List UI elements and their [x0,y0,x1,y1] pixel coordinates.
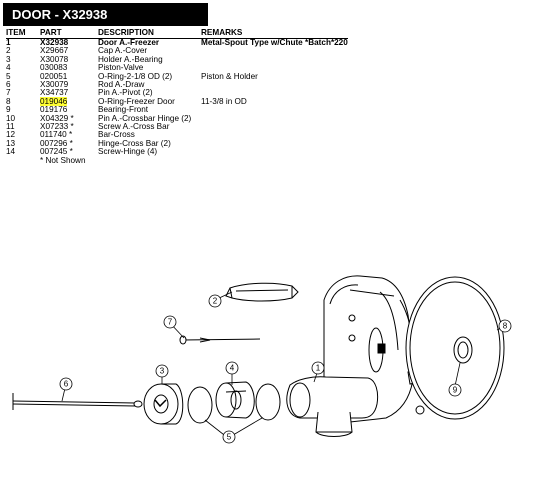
cell-item: 3 [6,54,11,64]
cell-item: 5 [6,71,11,81]
table-row: 7 X34737 Pin A.-Pivot (2) [6,88,348,98]
cell-part: 019176 [40,105,68,115]
cell-part: X34737 [40,88,69,98]
cell-part: X32938 [40,38,69,47]
cell-description: O-Ring-2-1/8 OD (2) [98,71,173,81]
cell-description: Piston-Valve [98,63,144,73]
o-ring-left [187,386,213,424]
cell-part: 020051 [40,71,68,81]
parts-table: ITEM PART DESCRIPTION REMARKS 1 X32938 Doo… [6,29,348,165]
svg-text:5: 5 [227,433,232,442]
svg-text:8: 8 [503,322,508,331]
cell-item: 11 [6,122,15,132]
table-row: 13 007296 * Hinge-Cross Bar (2) [6,138,348,148]
cell-part: 007245 * [40,147,73,157]
callout-1: 1 [311,361,325,375]
svg-text:1: 1 [316,364,321,373]
table-row: 8 019046 O-Ring-Freezer Door 11-3/8 in OD [6,96,348,106]
header-description: DESCRIPTION [98,29,201,39]
cell-remarks: Piston & Holder [201,71,258,81]
cell-description: Pin A.-Crossbar Hinge (2) [98,113,192,123]
svg-text:9: 9 [453,386,458,395]
svg-text:6: 6 [64,380,69,389]
cell-remarks: 11-3/8 in OD [201,96,247,106]
cell-item: 1 [6,38,11,47]
cell-item: 7 [6,88,11,98]
header-remarks: REMARKS [201,29,348,39]
callout-8: 8 [498,319,512,333]
table-row: 4 030083 Piston-Valve [6,63,348,73]
o-ring-right [255,383,281,421]
svg-text:4: 4 [230,364,235,373]
cell-description: Bearing-Front [98,105,149,115]
cell-part: * Not Shown [40,155,86,165]
cell-item: 10 [6,113,16,123]
table-row: 12 011740 * Bar-Cross [6,130,348,140]
table-row: 5 020051 O-Ring-2-1/8 OD (2) Piston & Holde… [6,71,348,81]
cell-part: X30079 [40,80,69,90]
highlighted-part-number: 019046 [40,96,68,106]
svg-text:7: 7 [168,318,173,327]
cell-description: Bar-Cross [98,130,135,140]
table-row: 9 019176 Bearing-Front [6,105,348,115]
cell-description: Rod A.-Draw [98,80,145,90]
header-item: ITEM [6,29,40,39]
cell-description: O-Ring-Freezer Door [98,96,175,106]
callout-2: 2 [208,294,222,308]
page-title: DOOR - X32938 [3,3,208,26]
cell-part: X04329 * [40,113,74,123]
cell-item: 12 [6,130,16,140]
cell-part: X07233 * [40,122,74,132]
cell-item: 13 [6,138,16,148]
cell-part: 007296 * [40,138,73,148]
callout-4: 4 [225,361,239,375]
table-row: 14 007245 * Screw-Hinge (4) [6,147,348,157]
cell-item: 9 [6,105,11,115]
table-row: 10 X04329 * Pin A.-Crossbar Hinge (2) [6,113,348,123]
bearing-holder [143,383,184,425]
table-header-row: ITEM PART DESCRIPTION REMARKS [6,29,348,39]
cell-description: Hinge-Cross Bar (2) [98,138,171,148]
cell-item: 8 [6,96,11,106]
cell-item: 6 [6,80,11,90]
svg-text:2: 2 [213,297,218,306]
callout-5: 5 [222,430,236,444]
callout-6: 6 [59,377,73,391]
cover-cap [225,282,299,302]
cell-item: 4 [6,63,11,73]
svg-text:3: 3 [160,367,165,376]
piston-valve [215,381,255,419]
table-row: 6 X30079 Rod A.-Draw [6,80,348,90]
table-row: 11 X07233 * Screw A.-Cross Bar [6,122,348,132]
table-row: 2 X29667 Cap A.-Cover [6,46,348,56]
draw-rod [12,393,143,410]
callout-7: 7 [163,315,177,329]
cell-remarks: Metal-Spout Type w/Chute *Batch*220 [201,38,348,47]
cell-part: X30078 [40,54,69,64]
pivot-pin [179,335,261,345]
cell-description: Screw A.-Cross Bar [98,122,170,132]
parts-table-body: 1 X32938 Door A.-Freezer Metal-Spout Type w… [6,38,348,166]
cell-part: 019046 [40,96,98,106]
header-part: PART [40,29,98,39]
front-bearing [453,336,473,364]
cell-part: X29667 [40,46,69,56]
table-row: 3 X30078 Holder A.-Bearing [6,54,348,64]
callout-3: 3 [155,364,169,378]
cell-item: 14 [6,147,16,157]
cell-description: Holder A.-Bearing [98,54,163,64]
cell-part: 011740 * [40,130,73,140]
cell-item: 2 [6,46,11,56]
cell-description: Door A.-Freezer [98,38,160,47]
cell-part: 030083 [40,63,68,73]
table-row: * Not Shown [6,155,348,165]
cell-description: Cap A.-Cover [98,46,148,56]
cell-description: Screw-Hinge (4) [98,147,158,157]
freezer-door-body [286,275,431,437]
table-row: 1 X32938 Door A.-Freezer Metal-Spout Type w… [6,38,348,48]
callout-9: 9 [448,383,462,397]
cell-description: Pin A.-Pivot (2) [98,88,153,98]
